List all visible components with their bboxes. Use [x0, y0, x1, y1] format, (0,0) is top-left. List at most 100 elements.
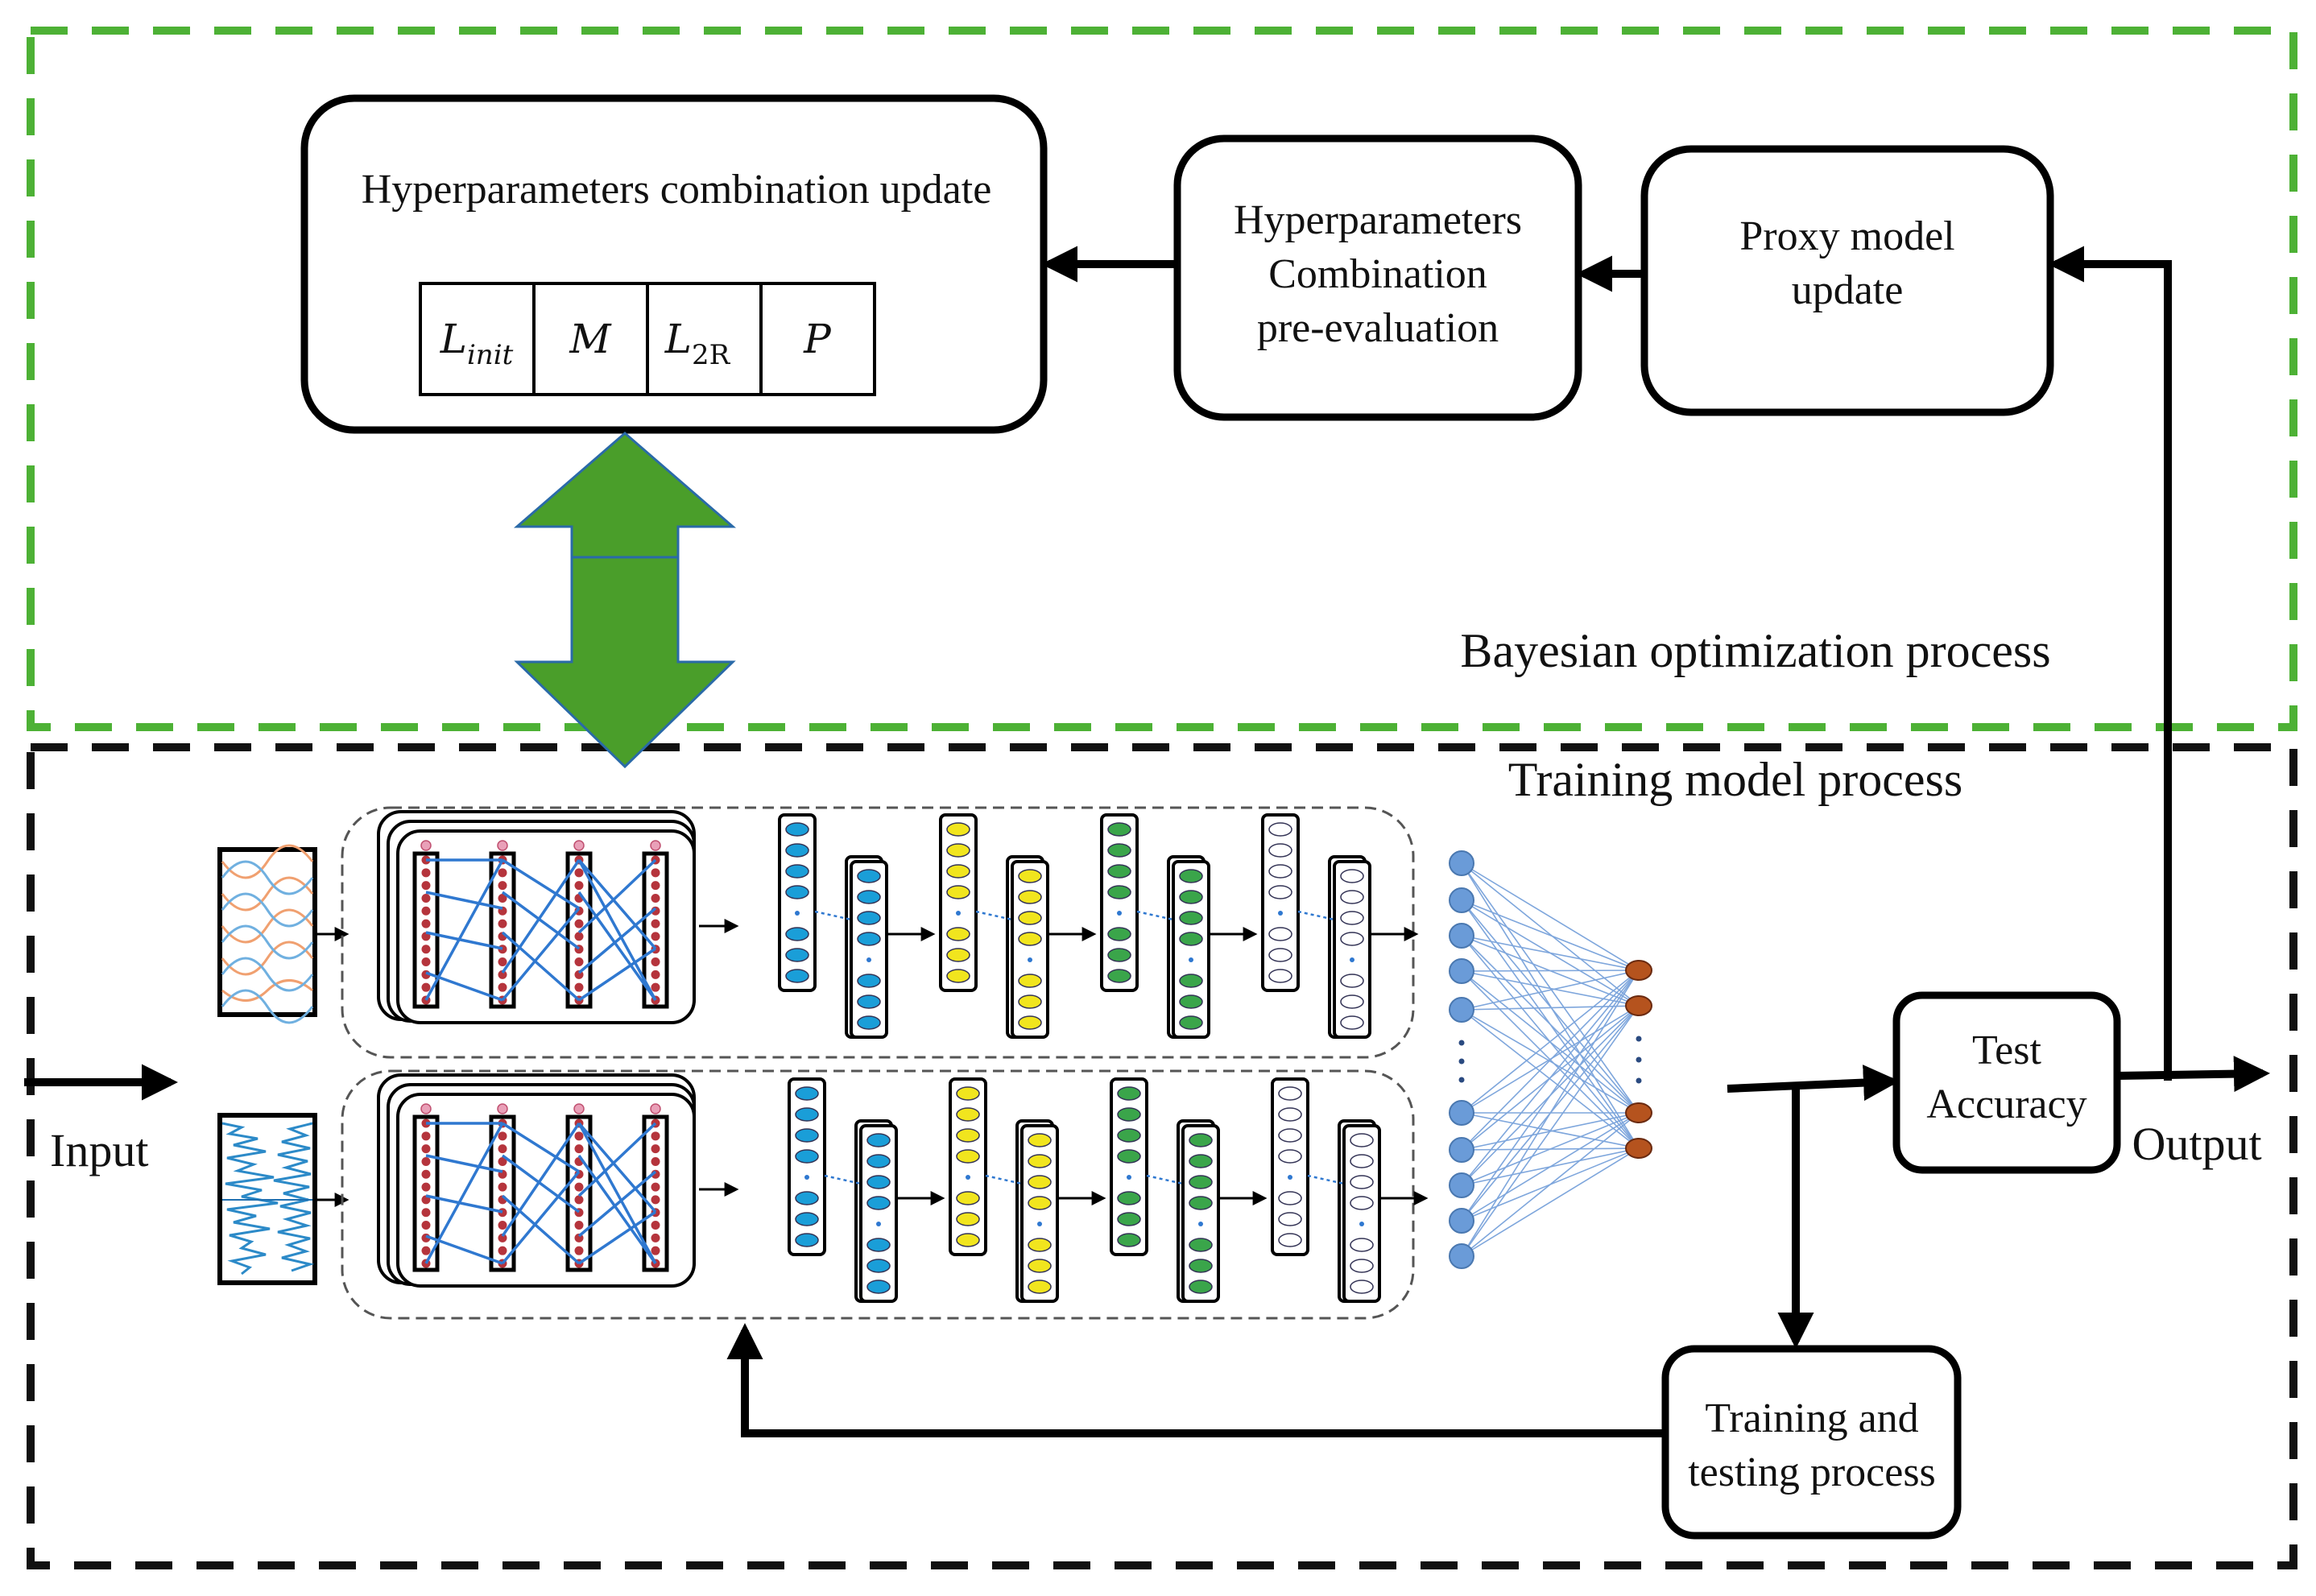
conv-neuron-top — [650, 840, 661, 851]
pool-yellow-lower-neuron — [1018, 890, 1042, 904]
pool-blue-lower-frame — [859, 1124, 898, 1303]
input-label: Input — [50, 1124, 148, 1176]
fc-input-node — [1449, 1100, 1474, 1126]
proxy-model-line-1: Proxy model — [1739, 213, 1954, 259]
pool-green-lower-dot — [1189, 957, 1193, 962]
conv-frame — [396, 1093, 696, 1288]
conv-neuron-top — [497, 1103, 508, 1114]
pool-blue-upper-neuron — [795, 1233, 819, 1247]
conv-neuron — [421, 868, 431, 878]
pool-light-upper-neuron — [1278, 1212, 1302, 1226]
pool-yellow-upper-neuron — [956, 1107, 980, 1122]
pool-yellow-lower-neuron — [1018, 994, 1042, 1009]
pool-blue-upper-neuron — [795, 1107, 819, 1122]
fc-connection — [1461, 1112, 1640, 1257]
conv-neuron — [421, 893, 431, 903]
pool-green-upper-neuron — [1107, 927, 1131, 941]
arrow-merge-to-test — [1727, 1065, 1900, 1102]
pool-blue-lower-neuron — [866, 1280, 891, 1294]
fc-connection — [1461, 970, 1640, 1222]
pool-blue-upper-neuron — [795, 1086, 819, 1101]
pool-yellow-upper-neuron — [946, 885, 970, 899]
conv-connection — [501, 859, 581, 974]
training-testing-line-2: testing process — [1688, 1449, 1936, 1495]
conv-neuron — [574, 957, 584, 967]
pool-blue-upper-neuron — [785, 822, 809, 837]
conv-neuron — [574, 919, 584, 928]
conv-neuron — [574, 1131, 584, 1141]
pool-blue-lower-dot — [876, 1222, 881, 1226]
conv-neuron-top — [420, 1103, 432, 1114]
conv-neuron — [651, 982, 660, 992]
fc-connection — [1461, 935, 1640, 971]
bayesian-region-label: Bayesian optimization process — [1460, 624, 2050, 677]
pool-yellow-upper-frame — [949, 1077, 987, 1256]
pool-green-upper-neuron — [1117, 1086, 1141, 1101]
fc-input-node — [1449, 1208, 1474, 1234]
conv-connection — [501, 1123, 581, 1237]
training-region-label: Training model process — [1508, 753, 1962, 806]
pool-yellow-upper-neuron — [956, 1086, 980, 1101]
conv-connection — [425, 891, 503, 910]
fc-connection — [1461, 970, 1640, 1011]
pool-blue-lower-neuron — [857, 869, 881, 883]
conv-neuron — [421, 881, 431, 891]
conv-connection — [501, 907, 581, 1002]
conv-neuron — [421, 1169, 431, 1179]
training-testing-line-1: Training and — [1705, 1395, 1918, 1441]
pool-yellow-lower-neuron — [1028, 1154, 1052, 1168]
training-testing-box — [1661, 1345, 1962, 1540]
conv-neuron — [421, 1182, 431, 1192]
pool-blue-upper-neuron — [795, 1212, 819, 1226]
pre-evaluation-line-1: Hyperparameters — [1234, 197, 1522, 243]
test-accuracy-box — [1892, 991, 2121, 1174]
pool-blue-lower-neuron — [857, 890, 881, 904]
conv-neuron — [651, 957, 660, 967]
pool-yellow-upper-neuron — [946, 927, 970, 941]
conv-neuron — [498, 1246, 507, 1255]
conv-connection — [501, 1194, 581, 1265]
conv-neuron — [498, 957, 507, 967]
pool-light-upper-neuron — [1278, 1107, 1302, 1122]
pool-green-lower-neuron — [1179, 1015, 1203, 1030]
pool-light-lower-neuron — [1350, 1196, 1374, 1210]
conv-connection — [425, 1194, 503, 1214]
conv-column — [489, 1114, 516, 1272]
conv-neuron — [651, 1156, 660, 1166]
pool-yellow-lower-neuron — [1028, 1238, 1052, 1252]
pool-green-upper-neuron — [1117, 1212, 1141, 1226]
proxy-model-line-2: update — [1792, 267, 1904, 313]
conv-connection — [501, 931, 581, 1002]
hyper-update-title: Hyperparameters combination update — [362, 167, 992, 213]
conv-connection — [425, 931, 503, 950]
pool-blue-lower-neuron — [857, 911, 881, 925]
pool-yellow-upper-frame — [939, 813, 978, 992]
conv-connection — [501, 891, 581, 950]
pool-yellow-lower-neuron — [1028, 1196, 1052, 1210]
pool-light-lower-neuron — [1340, 1015, 1364, 1030]
conv-column — [642, 1114, 669, 1272]
pool-yellow-lower-neuron — [1028, 1133, 1052, 1147]
pool-light-upper-frame — [1261, 813, 1300, 992]
conv-neuron — [574, 881, 584, 891]
fc-output-node — [1625, 1138, 1652, 1159]
pool-green-upper-frame — [1110, 1077, 1148, 1256]
training-region-border — [27, 743, 2297, 1569]
fc-input-node — [1449, 997, 1474, 1023]
fc-connection — [1461, 1112, 1640, 1222]
conv-connection — [577, 891, 657, 1002]
pool-blue-upper-neuron — [785, 885, 809, 899]
conv-neuron — [651, 1182, 660, 1192]
pool-green-upper-neuron — [1117, 1191, 1141, 1205]
pool-light-lower-neuron — [1340, 974, 1364, 988]
conv-connection — [577, 1123, 657, 1264]
conv-connection — [577, 907, 657, 974]
conv-neuron — [651, 893, 660, 903]
conv-neuron — [574, 1195, 584, 1205]
fc-connection — [1461, 1112, 1640, 1186]
conv-neuron — [651, 919, 660, 928]
pool-green-lower-frame — [1181, 1124, 1220, 1303]
pool-blue-upper-neuron — [785, 948, 809, 962]
conv-neuron — [498, 881, 507, 891]
conv-connection — [424, 1123, 504, 1264]
